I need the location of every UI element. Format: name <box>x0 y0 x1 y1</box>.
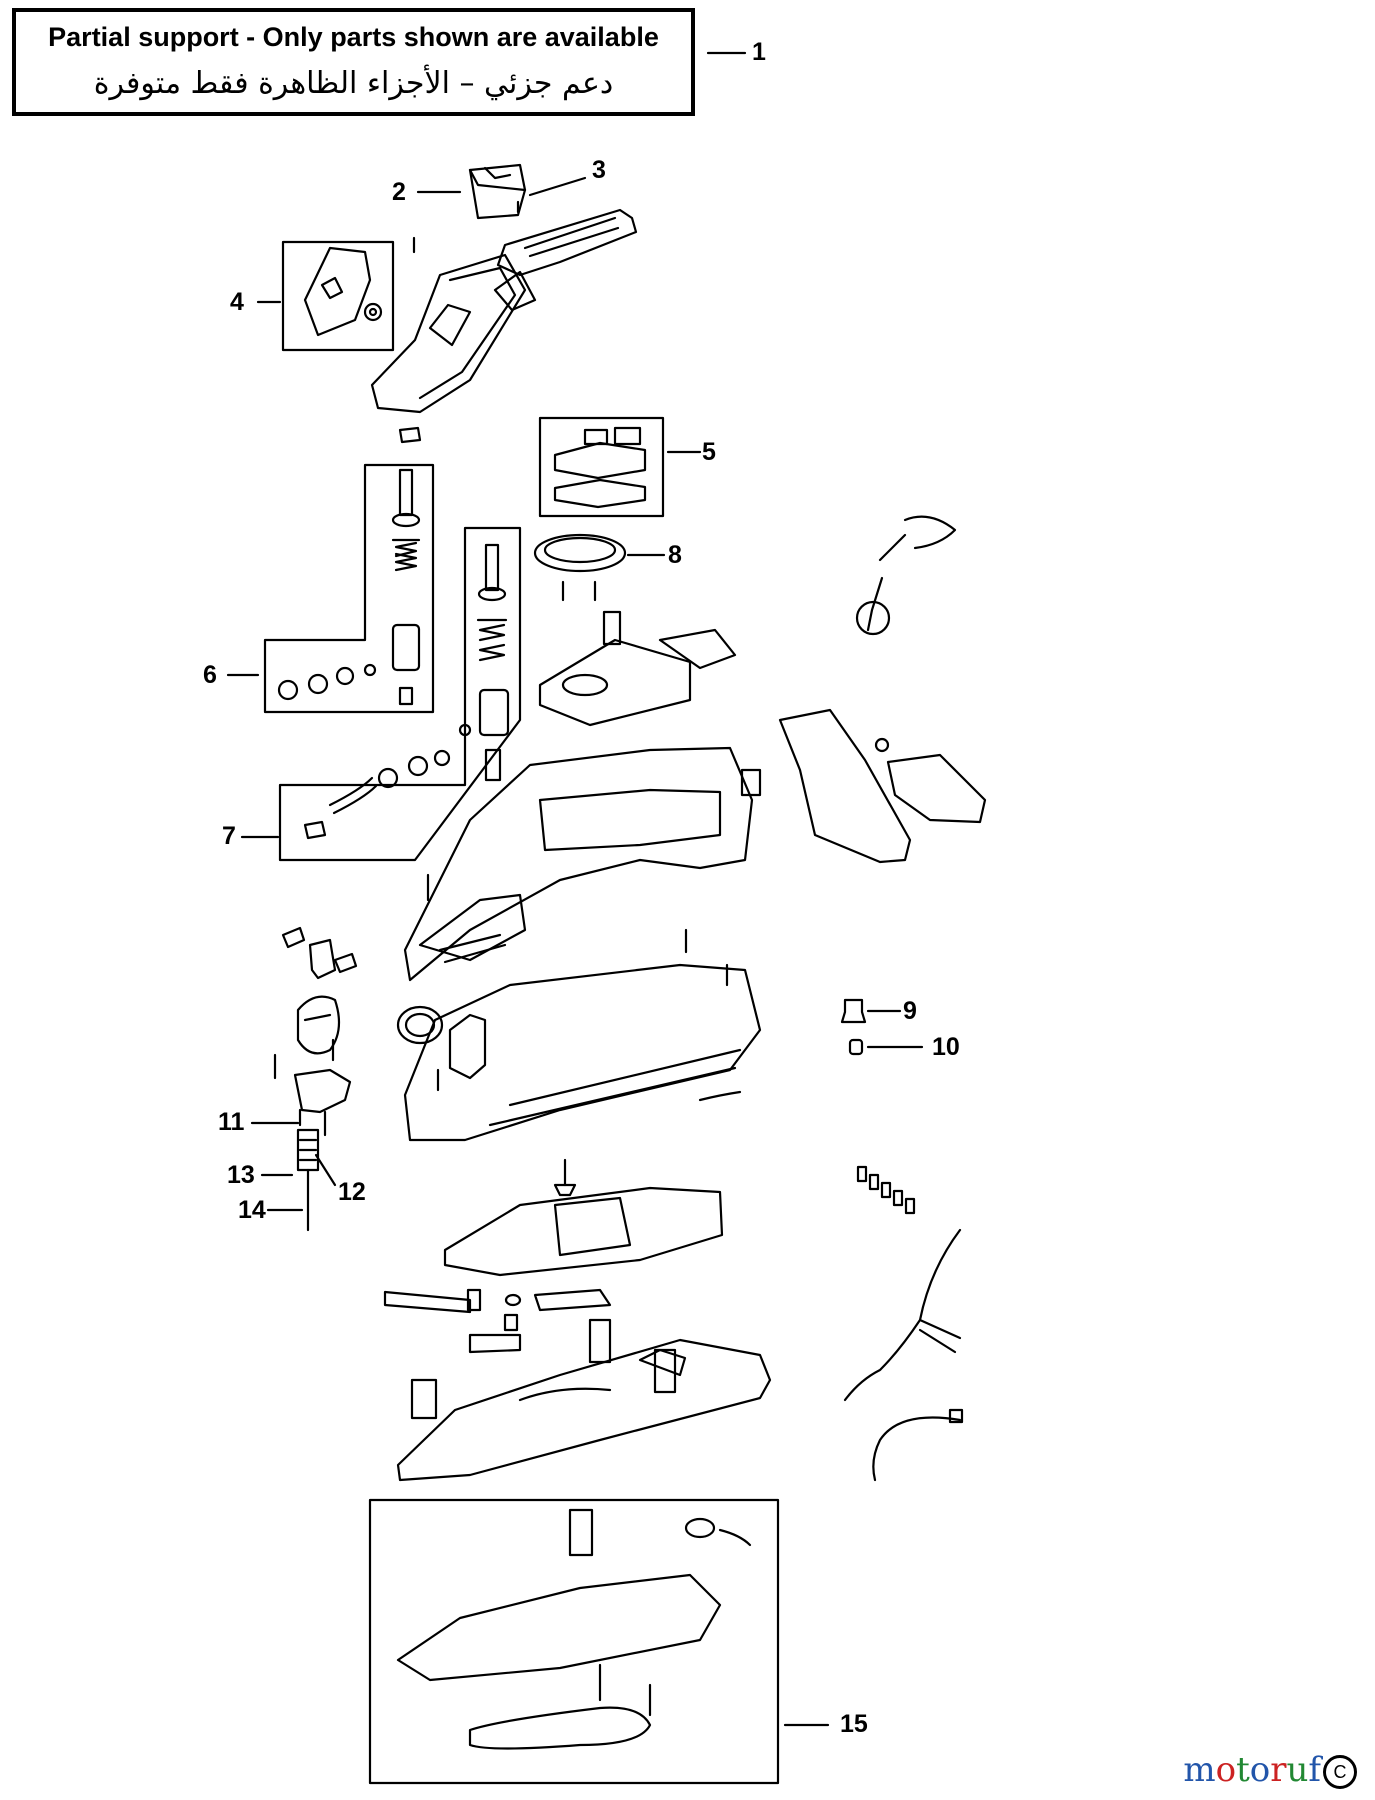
part-valve-assembly-6 <box>263 463 435 714</box>
callout-8: 8 <box>668 541 682 569</box>
part-top-cover <box>538 628 737 727</box>
part-handle-body <box>370 253 537 444</box>
part-rear-housing <box>740 708 987 864</box>
copyright-badge-icon: C <box>1323 1755 1357 1789</box>
part-valve-assembly-7 <box>278 526 522 862</box>
callout-1: 1 <box>752 38 766 66</box>
part-steam-tubes <box>383 1288 612 1354</box>
callout-2: 2 <box>392 178 406 206</box>
part-terminals <box>856 1165 916 1215</box>
callout-14: 14 <box>238 1196 266 1224</box>
callout-7: 7 <box>222 822 236 850</box>
part-spacer-10 <box>848 1038 864 1056</box>
part-wiring <box>843 1228 964 1482</box>
notice-arabic: دعم جزئي – الأجزاء الظاهرة فقط متوفرة <box>93 66 614 101</box>
part-water-tank <box>443 1158 724 1277</box>
leader-lines <box>226 51 924 1727</box>
part-main-housing <box>403 746 754 982</box>
notice-english: Partial support - Only parts shown are a… <box>48 22 659 52</box>
callout-13: 13 <box>227 1161 255 1189</box>
callout-12: 12 <box>338 1178 366 1206</box>
part-handle-top <box>412 208 638 277</box>
part-burst-button <box>273 995 352 1127</box>
callout-6: 6 <box>203 661 217 689</box>
part-switch-cap <box>468 163 527 220</box>
watermark-letter: o <box>1249 1750 1271 1790</box>
watermark-letter: o <box>1215 1750 1237 1790</box>
partial-support-notice: Partial support - Only parts shown are a… <box>12 8 695 116</box>
callout-15: 15 <box>840 1710 868 1738</box>
watermark-letter: t <box>1236 1750 1250 1790</box>
part-dial-knob <box>281 240 395 352</box>
callout-5: 5 <box>702 438 716 466</box>
part-gear-ring <box>533 533 627 646</box>
part-knob-9 <box>840 998 867 1024</box>
part-soleplate-top <box>396 1318 772 1482</box>
part-body-shell <box>396 928 762 1142</box>
part-heating-soleplate-15 <box>368 1498 780 1785</box>
callout-9: 9 <box>903 997 917 1025</box>
part-cord-plug <box>855 515 957 636</box>
part-spray-button-set <box>281 926 358 980</box>
watermark-letter: f <box>1308 1750 1321 1790</box>
part-spring-pin <box>296 1110 327 1232</box>
callout-10: 10 <box>932 1033 960 1061</box>
watermark-letter: u <box>1286 1750 1309 1790</box>
watermark-letter: r <box>1270 1750 1287 1790</box>
part-circuit-board <box>538 416 665 518</box>
callout-4: 4 <box>230 288 244 316</box>
watermark-letter: m <box>1183 1750 1216 1790</box>
callout-3: 3 <box>592 156 606 184</box>
callout-11: 11 <box>218 1108 245 1136</box>
